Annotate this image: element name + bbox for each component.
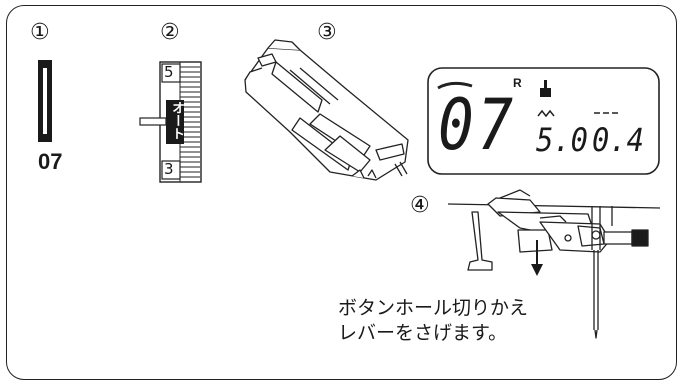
presser-foot-icon: [540, 80, 551, 97]
machine-needle-area-illustration: [447, 189, 661, 339]
lcd-stitch-length: 0.4: [592, 121, 645, 159]
buttonhole-foot-icon: [244, 39, 409, 181]
step-number-3: ③: [317, 20, 337, 45]
lcd-stitch-width: 5.0: [536, 121, 589, 159]
zigzag-icon: [537, 109, 555, 118]
instruction-line-1: ボタンホール切りかえ: [338, 297, 529, 319]
lcd-r-mark: R: [513, 76, 522, 90]
dial-mark-bottom: 3: [164, 160, 174, 178]
instruction-text: ボタンホール切りかえ レバーをさげます。: [338, 296, 528, 346]
step-number-1: ①: [30, 20, 50, 45]
dial-mark-top: 5: [164, 63, 174, 81]
buttonhole-symbol-icon: [38, 60, 52, 142]
step-number-4: ④: [410, 193, 430, 218]
lcd-pattern-number: 07: [438, 84, 517, 166]
stitch-length-dial-icon: [139, 61, 202, 183]
lever-arrow-icon: [531, 240, 543, 276]
dial-auto-label: オート: [169, 101, 184, 140]
lcd-display: [427, 67, 660, 175]
instruction-line-2: レバーをさげます。: [338, 322, 508, 344]
step-number-2: ②: [160, 20, 180, 45]
figure-frame: [6, 5, 677, 380]
stitch-pattern-code: 07: [38, 149, 63, 174]
